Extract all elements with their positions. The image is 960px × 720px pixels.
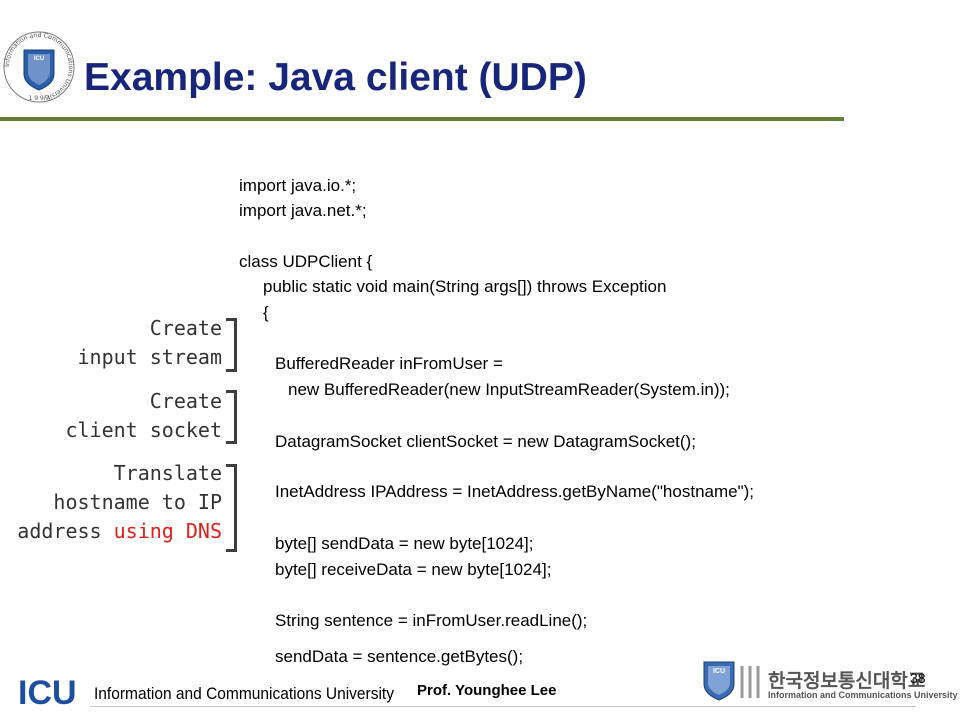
footer-logo-short: ICU [18, 676, 77, 708]
annotation-dns: Translate hostname to IP address using D… [17, 459, 222, 546]
code-line: InetAddress IPAddress = InetAddress.getB… [275, 482, 755, 501]
seal-year: 1 9 9 7 [29, 95, 50, 102]
code-line: public static void main(String args[]) t… [263, 277, 667, 296]
code-line: { [263, 303, 269, 322]
seal-short: ICU [34, 56, 44, 62]
annotation-line: Create [149, 316, 222, 340]
code-line: import java.io.*; [239, 176, 357, 195]
annotation-line: Translate [113, 461, 222, 485]
annotation-line: input stream [77, 345, 223, 369]
code-listing: import java.io.*; import java.net.*; cla… [0, 0, 754, 665]
annotation-client-socket: Create client socket [65, 387, 222, 445]
code-line: class UDPClient { [239, 252, 373, 271]
annotation-line: client socket [65, 418, 222, 442]
annotation-line-3: address using DNS [17, 517, 222, 546]
slide-title: Example: Java client (UDP) [84, 56, 587, 99]
code-line: BufferedReader inFromUser = [275, 354, 503, 373]
footer-english-name: Information and Communications Universit… [768, 690, 958, 700]
code-line: sendData = sentence.getBytes(); [275, 647, 524, 666]
annotation-line: Create [149, 389, 222, 413]
footer-rule [90, 706, 916, 707]
footer-logo-text: Information and Communications Universit… [94, 684, 394, 703]
bracket-input-stream [226, 318, 237, 372]
code-line: new BufferedReader(new InputStreamReader… [288, 380, 730, 399]
footer-university-logo: ICU Information and Communications Unive… [18, 676, 394, 708]
bracket-dns [226, 464, 237, 552]
annotation-input-stream: Create input stream [78, 314, 223, 372]
code-line: byte[] receiveData = new byte[1024]; [275, 560, 552, 579]
page-number: 38 [910, 670, 926, 686]
code-line: byte[] sendData = new byte[1024]; [275, 534, 534, 553]
code-line: import java.net.*; [239, 201, 367, 220]
footer-right-logo: ICU [694, 658, 764, 702]
footer-right-logo-short: ICU [713, 668, 725, 675]
annotation-line: hostname to IP [53, 490, 222, 514]
university-seal-logo: Information and Communications Universit… [3, 31, 75, 103]
bracket-client-socket [226, 390, 237, 444]
title-rule [0, 117, 844, 121]
footer-korean-name: 한국정보통신대학교 [768, 670, 926, 692]
annotation-text: address [17, 519, 114, 543]
footer-professor: Prof. Younghee Lee [417, 682, 557, 699]
code-line: DatagramSocket clientSocket = new Datagr… [275, 432, 696, 451]
code-line: String sentence = inFromUser.readLine(); [275, 611, 588, 630]
annotation-highlight: using DNS [113, 519, 222, 543]
